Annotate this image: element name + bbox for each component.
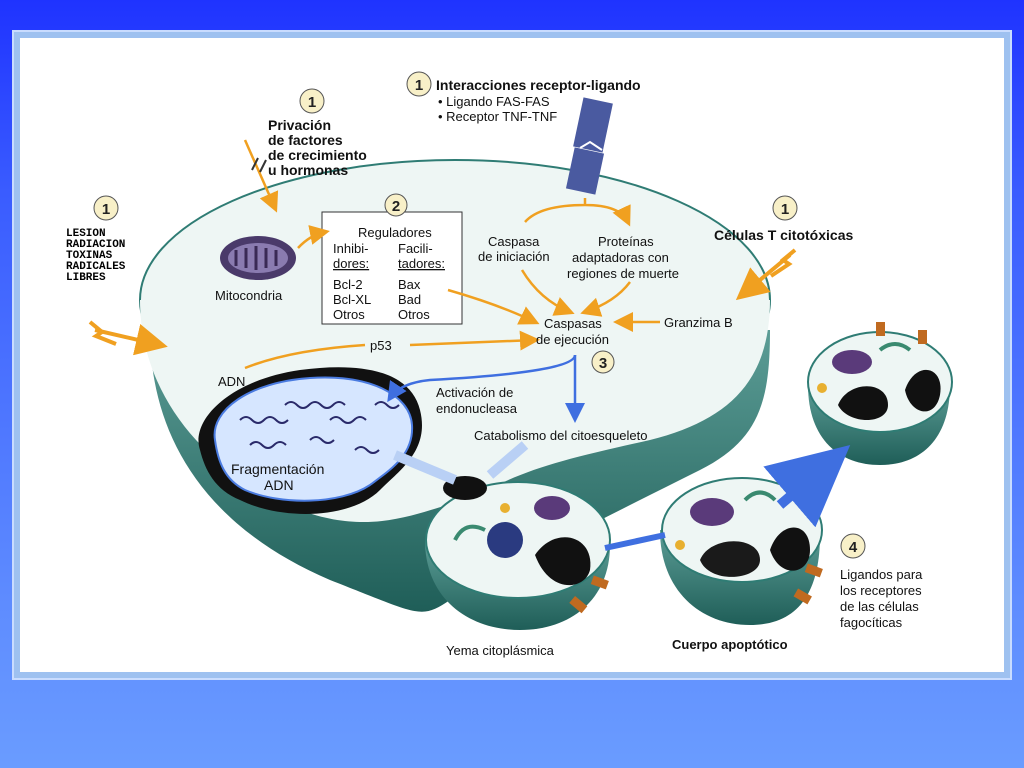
- growth-line-1: Privación: [268, 117, 331, 133]
- step-1-receptor: 1: [415, 77, 423, 94]
- arrow-adapt-to-exec: [580, 281, 631, 317]
- arrow-exec-to-endonuc: [387, 354, 577, 403]
- facil-3: Otros: [398, 307, 430, 322]
- arrow-injury-to-cell: [94, 324, 168, 356]
- inhib-head-1: Inhibi-: [333, 241, 368, 256]
- arrow-p53-to-exec: [409, 330, 540, 351]
- adaptors-2: adaptadoras con: [572, 250, 669, 265]
- step-3: 3: [599, 355, 607, 372]
- arrow-adn-to-p53: [244, 343, 366, 370]
- inhib-3: Otros: [333, 307, 365, 322]
- growth-line-4: u hormonas: [268, 162, 348, 178]
- arrow-reg-to-exec: [447, 288, 540, 325]
- injury-line-4: RADICALES: [66, 261, 126, 273]
- injury-line-5: LIBRES: [66, 272, 106, 284]
- receptor-icon: [565, 97, 613, 195]
- p53-label: p53: [370, 338, 392, 353]
- arrow-receptor-split: [524, 198, 628, 222]
- break-marks: [251, 157, 267, 173]
- receptor-bullet-1: • Ligando FAS-FAS: [438, 94, 550, 109]
- step-1-growth: 1: [308, 94, 316, 111]
- regulators-box: [321, 211, 463, 325]
- cytoplasmic-bud: [425, 481, 611, 630]
- arrow-bud-to-body: [604, 532, 666, 551]
- receptor-title: Interacciones receptor-ligando: [436, 77, 641, 93]
- growth-line-3: de crecimiento: [268, 147, 367, 163]
- caspasa-init-2: de iniciación: [478, 249, 550, 264]
- dna-fragments: [239, 401, 400, 454]
- growth-line-2: de factores: [268, 132, 343, 148]
- arrow-init-to-exec: [520, 269, 575, 316]
- endonuc-2: endonucleasa: [436, 401, 518, 416]
- lightning-injury: [88, 320, 117, 346]
- apoptotic-body-phagocytosed: [807, 322, 953, 465]
- inhib-head-2: dores:: [333, 256, 369, 271]
- step-circles: [93, 71, 866, 559]
- regulators-title: Reguladores: [358, 225, 432, 240]
- mitochondrion-icon: [220, 236, 296, 280]
- ligands-2: los receptores: [840, 583, 922, 598]
- ligands-3: de las células: [840, 599, 919, 614]
- apoptotic-body: [660, 477, 823, 625]
- frag-1: Fragmentación: [231, 461, 324, 477]
- injury-line-1: LESION: [66, 228, 106, 240]
- inhib-2: Bcl-XL: [333, 292, 371, 307]
- arrow-frag-to-bud: [393, 450, 457, 485]
- facil-head-2: tadores:: [398, 256, 445, 271]
- arrow-catab-to-bud: [486, 441, 529, 479]
- step-1-tcell: 1: [781, 201, 789, 218]
- catab-label: Catabolismo del citoesqueleto: [474, 428, 647, 443]
- ligands-1: Ligandos para: [840, 567, 923, 582]
- receptor-bullet-2: • Receptor TNF-TNF: [438, 109, 557, 124]
- caspasa-init-1: Caspasa: [488, 234, 540, 249]
- cuerpo-label: Cuerpo apoptótico: [672, 637, 788, 652]
- yema-label: Yema citoplásmica: [446, 643, 555, 658]
- granzima-label: Granzima B: [664, 315, 733, 330]
- injury-line-2: RADIACION: [66, 239, 125, 251]
- mito-label: Mitocondria: [215, 288, 283, 303]
- endonuc-1: Activación de: [436, 385, 513, 400]
- step-1-injury: 1: [102, 201, 110, 218]
- arrow-body-to-phagocytosed: [763, 445, 851, 528]
- step-4: 4: [849, 539, 858, 556]
- tcell-label: Células T citotóxicas: [714, 227, 853, 243]
- adaptors-1: Proteínas: [598, 234, 654, 249]
- nucleus-fragmenting: [213, 376, 414, 502]
- exec-2: de ejecución: [536, 332, 609, 347]
- facil-1: Bax: [398, 277, 421, 292]
- adaptors-3: regiones de muerte: [567, 266, 679, 281]
- arrow-mito-to-reg: [297, 225, 330, 249]
- step-2: 2: [392, 198, 400, 215]
- adn-label: ADN: [218, 374, 245, 389]
- injury-line-3: TOXINAS: [66, 250, 113, 262]
- arrow-growth-to-cell: [243, 139, 279, 213]
- lightning-tcell: [769, 248, 797, 278]
- frag-2: ADN: [264, 477, 294, 493]
- inhib-1: Bcl-2: [333, 277, 363, 292]
- facil-head-1: Facili-: [398, 241, 433, 256]
- facil-2: Bad: [398, 292, 421, 307]
- ligands-4: fagocíticas: [840, 615, 903, 630]
- exec-1: Caspasas: [544, 316, 602, 331]
